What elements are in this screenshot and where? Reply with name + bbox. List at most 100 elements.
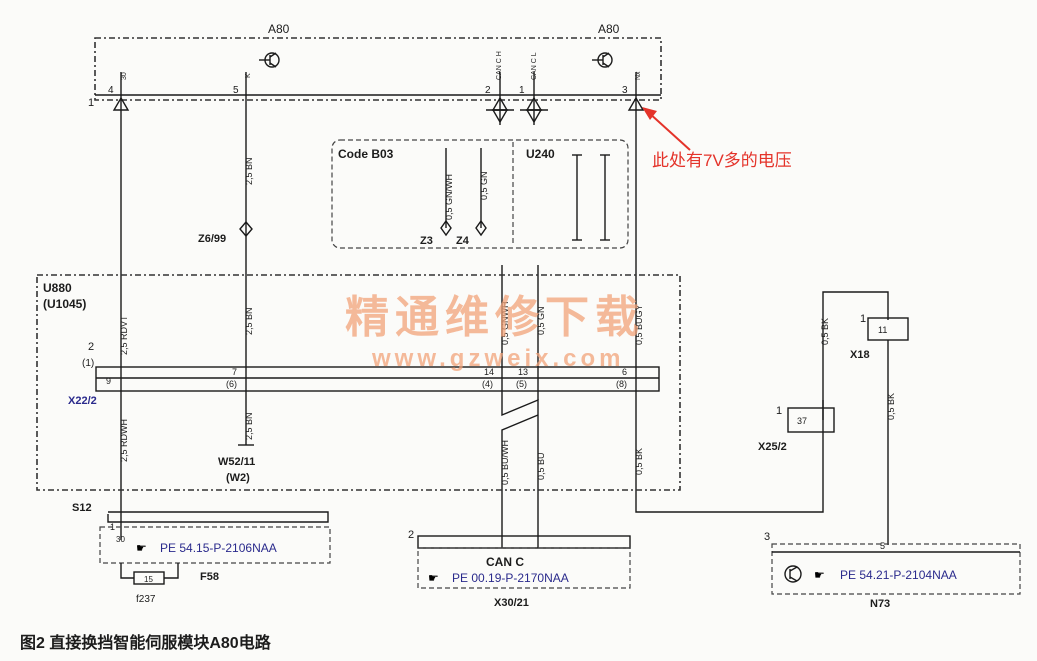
pin-label: (5) [516, 379, 527, 389]
transistor-icon [259, 52, 280, 68]
wire-twist [501, 414, 539, 548]
x25-label: X25/2 [758, 441, 787, 453]
transistor-icon [784, 565, 802, 583]
x25-num: 1 [776, 405, 782, 417]
f237-label: f237 [136, 594, 156, 605]
pin-label: 7 [232, 367, 237, 377]
wire-label: 0,5 BK [886, 393, 896, 420]
x25-pin: 37 [797, 416, 807, 426]
s12-label: S12 [72, 502, 92, 514]
transistor-icon [592, 52, 613, 68]
n73-pin: 5 [880, 541, 885, 551]
x25-connector [787, 407, 835, 433]
pin-label: 3 [622, 85, 628, 96]
u880-label: U880 [43, 281, 72, 295]
n73-box [771, 543, 1021, 595]
pin-label: 5 [233, 85, 239, 96]
f58-label: F58 [200, 571, 219, 583]
pin-label: 9 [106, 376, 111, 386]
wire-label: 0,5 BK [820, 318, 830, 345]
wire-label: 2,5 BN [244, 157, 254, 185]
pin-name: CAN C H [496, 51, 503, 80]
splice-diamond [239, 220, 253, 238]
pin-label: 13 [518, 367, 528, 377]
pin-label: (8) [616, 379, 627, 389]
wire-label: 0,5 BK [634, 448, 644, 475]
wire-label: 0,5 GN/WH [444, 174, 454, 220]
hand-pointer-icon: ☛ [136, 541, 147, 555]
a80-module-box [94, 37, 662, 101]
annotation-arrowhead [642, 107, 657, 120]
wire-label: 0,5 GN [536, 306, 546, 335]
hand-pointer-icon: ☛ [428, 571, 439, 585]
wire-label: 2,5 RDWH [119, 419, 129, 462]
n73-num: 3 [764, 531, 770, 543]
wire-label: 0,5 BU [536, 452, 546, 480]
x18-num: 1 [860, 313, 866, 325]
pin-label: (6) [226, 379, 237, 389]
s12-connector [107, 511, 329, 523]
pin-label: 14 [484, 367, 494, 377]
w52-sub: (W2) [226, 472, 250, 484]
connector-symbol [486, 96, 548, 124]
wire-label: 0,5 GNWH [500, 301, 510, 345]
pin-label: 1 [88, 97, 94, 109]
s12-ref: PE 54.15-P-2106NAA [160, 541, 277, 555]
watermark-url: www.gzweix.com [371, 345, 625, 372]
x30-ref: PE 00.19-P-2170NAA [452, 571, 569, 585]
a80-label-left: A80 [268, 22, 290, 36]
z6-label: Z6/99 [198, 233, 226, 245]
annotation-arrow [647, 111, 691, 151]
x30-num: 2 [408, 529, 414, 541]
watermark-text: 精通维修下载 [345, 293, 645, 342]
wire-label: 0,5 BU/WH [500, 440, 510, 485]
x22-label: X22/2 [68, 395, 97, 407]
n73-label: N73 [870, 598, 890, 610]
a80-label-right: A80 [598, 22, 620, 36]
x30-connector [417, 535, 631, 549]
n73-ref: PE 54.21-P-2104NAA [840, 568, 957, 582]
u880-sub: (U1045) [43, 297, 86, 311]
x30-label: X30/21 [494, 597, 529, 609]
x30-box [417, 547, 631, 589]
pin-name: 30 [121, 72, 128, 80]
fuse-wire [120, 563, 134, 579]
splice-diamond [475, 219, 487, 237]
pin-name: K [245, 73, 252, 78]
splice-diamond [440, 219, 452, 237]
fuse-num: 15 [144, 575, 153, 584]
u880-box [36, 274, 681, 491]
w52-label: W52/11 [218, 456, 255, 468]
pin-label: (4) [482, 379, 493, 389]
wire-bk-route [635, 291, 889, 513]
x18-pin: 11 [878, 325, 887, 335]
pin-label: 1 [519, 85, 525, 96]
u240-label: U240 [526, 147, 555, 161]
pin-label: 4 [108, 85, 114, 96]
z4-label: Z4 [456, 235, 470, 247]
hand-pointer-icon: ☛ [814, 568, 825, 582]
wire-label: 2,5 BN [244, 307, 254, 335]
wire-twist [501, 398, 539, 548]
wire-label: 2,5 BN [244, 412, 254, 440]
x22-num: 2 [88, 341, 94, 353]
pin-label: 2 [485, 85, 491, 96]
x18-connector [867, 317, 909, 341]
wire-label: 2,5 RDVT [119, 315, 129, 355]
pin-name: Nx [635, 71, 642, 80]
wire-label: 0,5 BUGY [634, 304, 644, 345]
figure-caption: 图2 直接换挡智能伺服模块A80电路 [20, 633, 272, 652]
connector-symbol [112, 96, 645, 111]
x22-connector [95, 366, 660, 392]
s12-box [99, 526, 331, 564]
pin-label: 6 [622, 367, 627, 377]
fuse-wire [164, 563, 179, 579]
x18-label: X18 [850, 349, 870, 361]
code-b03-box [331, 139, 629, 249]
z3-label: Z3 [420, 235, 433, 247]
code-b03-title: Code B03 [338, 147, 394, 161]
x30-title: CAN C [486, 555, 524, 569]
pin-name: CAN C L [531, 52, 538, 80]
x22-num: (1) [82, 358, 94, 369]
